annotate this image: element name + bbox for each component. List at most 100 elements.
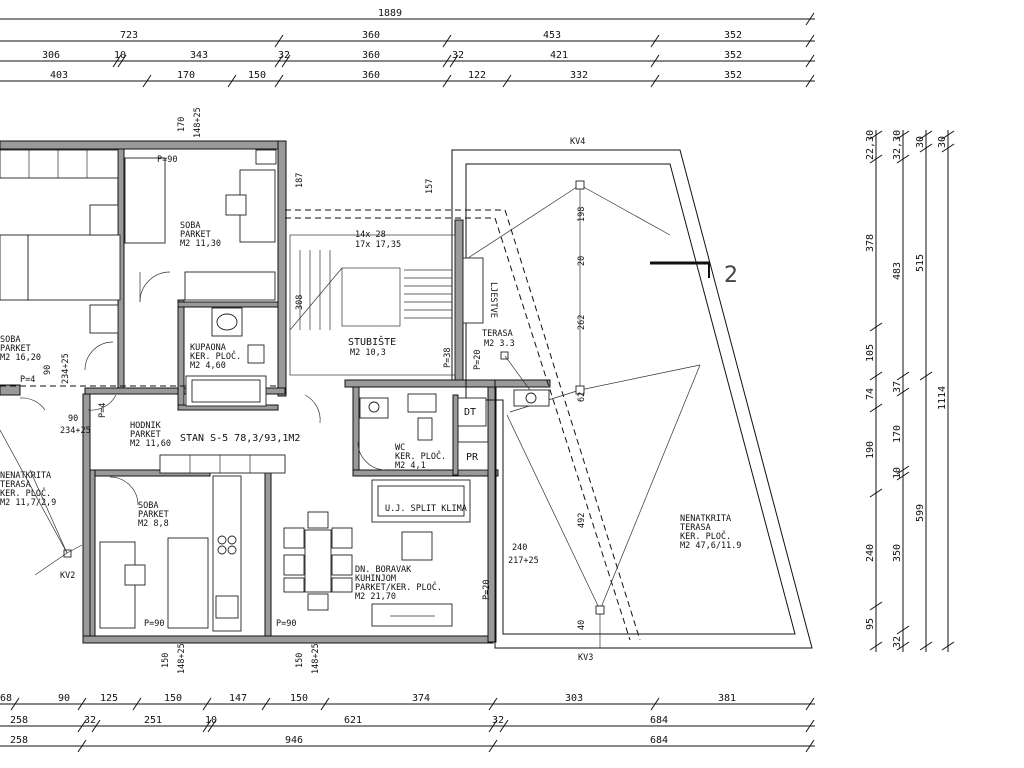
- top-dim-label: 32: [452, 50, 464, 61]
- top-dim-label: 306: [42, 50, 60, 61]
- room-area: M2 4,1: [395, 461, 426, 471]
- room-area: M2 3.3: [484, 339, 515, 349]
- top-dim-label: 352: [724, 50, 742, 61]
- room-name: HODNIK: [130, 421, 162, 431]
- right-dim-label: 37: [892, 381, 903, 393]
- terrace-dim: 40: [577, 620, 587, 630]
- bottom-dim-label: 150: [290, 693, 308, 704]
- room-area: M2 11,60: [130, 439, 171, 449]
- right-dim-label: 22,30: [865, 130, 876, 160]
- top-dim-label: 421: [550, 50, 568, 61]
- room-name: NENATKRITA: [0, 471, 51, 481]
- door-swings: [19, 271, 386, 506]
- dimension-note: 148+25: [311, 643, 321, 674]
- bottom-dim-label: 946: [285, 735, 303, 746]
- drain-label: KV3: [578, 653, 593, 663]
- top-dim-label: 453: [543, 30, 561, 41]
- room-floor: PARKET: [138, 510, 169, 520]
- dimension-note: 308: [295, 295, 305, 310]
- top-dim-label: 360: [362, 50, 380, 61]
- opening-label: P=90: [157, 155, 177, 165]
- stair-info: 14x 28: [355, 230, 386, 240]
- bottom-dim-label: 621: [344, 715, 362, 726]
- room-sub: TERASA: [680, 523, 711, 533]
- ac-label: U.J. SPLIT KLIMA: [385, 504, 467, 514]
- walls: [0, 140, 551, 644]
- terrace-dim: 62: [577, 392, 587, 402]
- drain-label: KV2: [60, 571, 75, 581]
- dimension-note: 234+25: [61, 353, 71, 384]
- top-dim-label: 170: [177, 70, 195, 81]
- room-name-stubiste: STUBIŠTE: [348, 335, 396, 348]
- right-dim-label: 240: [865, 544, 876, 562]
- right-dim-label: 378: [865, 234, 876, 252]
- terrace-dim: 492: [577, 513, 587, 528]
- top-dim-label: 403: [50, 70, 68, 81]
- dimension-note: 148+25: [193, 107, 203, 138]
- right-dimension-lines: 22,30 378 105 74 190 240 95 32,30 483 37…: [865, 130, 955, 652]
- room-area: M2 11,7/2,9: [0, 498, 56, 508]
- top-dim-label: 332: [570, 70, 588, 81]
- room-name: SOBA: [0, 335, 20, 345]
- room-floor: PARKET: [180, 230, 211, 240]
- right-dim-label: 170: [892, 425, 903, 443]
- right-dim-label: 599: [915, 504, 926, 522]
- bottom-dim-label: 150: [164, 693, 182, 704]
- top-dim-label: 32: [278, 50, 290, 61]
- room-floor: KER. PLOČ.: [190, 350, 241, 362]
- terrace-dim: 20: [577, 256, 587, 266]
- room-area: M2 4,60: [190, 361, 226, 371]
- opening-label: P=4: [20, 375, 35, 385]
- room-name: WC: [395, 443, 405, 453]
- bottom-dim-label: 10: [205, 715, 217, 726]
- room-labels: SOBA PARKET M2 11,30 SOBA PARKET M2 16,2…: [0, 221, 741, 602]
- top-dim-label: 352: [724, 30, 742, 41]
- bottom-dimension-lines: 68 90 125 150 147 150 374 303 381 258 32…: [0, 693, 815, 753]
- bottom-dim-label: 90: [58, 693, 70, 704]
- dimension-note: 170: [177, 117, 187, 132]
- furniture: [0, 149, 550, 632]
- dimension-note: 157: [425, 179, 435, 194]
- room-sub: KUHINJOM: [355, 574, 396, 584]
- top-dim-label: 343: [190, 50, 208, 61]
- terrace-dim: 198: [577, 207, 587, 222]
- right-dim-label: 483: [892, 262, 903, 280]
- room-name: NENATKRITA: [680, 514, 731, 524]
- room-name: KUPAONA: [190, 343, 226, 353]
- bottom-dim-label: 251: [144, 715, 162, 726]
- opening-label: P=90: [144, 619, 164, 629]
- room-floor: PARKET/KER. PLOČ.: [355, 581, 442, 593]
- bottom-dim-label: 258: [10, 715, 28, 726]
- room-area-stubiste: M2 10,3: [350, 348, 386, 358]
- room-floor: KER. PLOČ.: [395, 450, 446, 462]
- bottom-dim-label: 32: [84, 715, 96, 726]
- right-dim-label: 350: [892, 544, 903, 562]
- drain-label: KV4: [570, 137, 585, 147]
- staircase: 14x 28 17x 17,35 STUBIŠTE M2 10,3 LJESTV…: [289, 230, 498, 376]
- pr-label: PR: [466, 452, 479, 463]
- terrace-dim: 262: [577, 315, 587, 330]
- dimension-note: 150: [161, 653, 171, 668]
- dimension-note: 90: [43, 365, 53, 375]
- top-dim-label: 360: [362, 70, 380, 81]
- dimension-note: 148+25: [177, 643, 187, 674]
- room-floor: PARKET: [0, 344, 31, 354]
- opening-label: P=20: [473, 350, 483, 370]
- top-dimension-lines: 1889 723 360 453 352 306 10 343 32 360 3…: [0, 8, 815, 88]
- drain-markers: [0, 351, 531, 576]
- opening-label: P=4: [98, 403, 108, 418]
- top-dim-total: 1889: [378, 8, 402, 19]
- ljestve-label: LJESTVE: [488, 282, 498, 318]
- room-sub: TERASA: [0, 480, 31, 490]
- bottom-dim-label: 684: [650, 735, 668, 746]
- room-name: DN. BORAVAK: [355, 565, 412, 575]
- right-dim-label: 30: [937, 136, 948, 148]
- opening-label: P=20: [482, 580, 492, 600]
- room-floor: KER. PLOČ.: [680, 530, 731, 542]
- right-dim-label: 74: [865, 388, 876, 400]
- bottom-dim-label: 374: [412, 693, 430, 704]
- annotations: KV4 KV3 KV2 P=90 P=90 P=90 P=4 P=4 P=38 …: [20, 107, 593, 674]
- top-dim-label: 360: [362, 30, 380, 41]
- dimension-note: 234+25: [60, 426, 91, 436]
